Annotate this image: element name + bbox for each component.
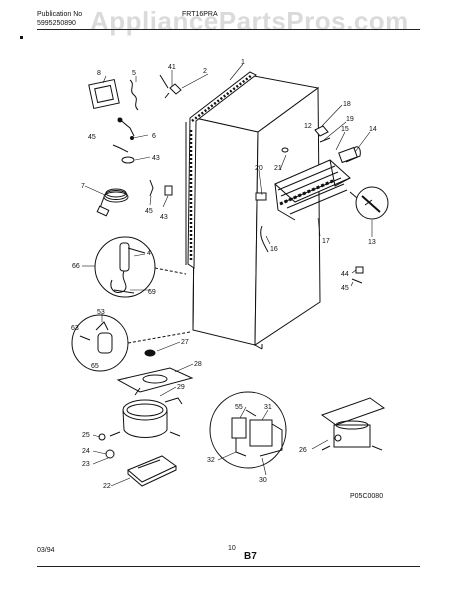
part-label-13: 13 bbox=[368, 239, 376, 246]
part-label-19: 19 bbox=[346, 116, 354, 123]
part-label-27: 27 bbox=[181, 339, 189, 346]
figure-code: P05C0080 bbox=[350, 493, 383, 500]
part-label-8: 8 bbox=[97, 70, 101, 77]
part-label-43-lower: 43 bbox=[160, 214, 168, 221]
detail-relay bbox=[209, 391, 287, 469]
part-label-23: 23 bbox=[82, 461, 90, 468]
part-label-16: 16 bbox=[270, 246, 278, 253]
part-label-31: 31 bbox=[264, 404, 272, 411]
footer-rule bbox=[37, 566, 420, 567]
part-label-45-right: 45 bbox=[341, 285, 349, 292]
cabinet-body bbox=[192, 75, 321, 350]
watermark: AppliancePartsPros.com bbox=[90, 6, 409, 36]
breaker-trim bbox=[187, 71, 257, 269]
part-label-2: 2 bbox=[203, 68, 207, 75]
model-number: FRT16PRA bbox=[182, 11, 218, 18]
part-label-66: 66 bbox=[72, 263, 80, 270]
part-label-32: 32 bbox=[207, 457, 215, 464]
part-label-63: 63 bbox=[71, 325, 79, 332]
part-label-44: 44 bbox=[341, 271, 349, 278]
bullet-mark bbox=[20, 36, 23, 39]
part-label-53: 53 bbox=[97, 309, 105, 316]
part-label-45-left: 45 bbox=[88, 134, 96, 141]
part-6-frame bbox=[88, 78, 120, 110]
publication-label: Publication No bbox=[37, 11, 83, 18]
part-label-21: 21 bbox=[274, 165, 282, 172]
part-label-1: 1 bbox=[241, 59, 245, 66]
part-label-15: 15 bbox=[341, 126, 349, 133]
detail-13 bbox=[355, 186, 389, 220]
part-label-41: 41 bbox=[168, 64, 176, 71]
page-header: Publication No 5995250890 FRT16PRA bbox=[37, 8, 417, 48]
part-label-25: 25 bbox=[82, 432, 90, 439]
footer-section: B7 bbox=[244, 551, 257, 562]
part-label-55: 55 bbox=[235, 404, 243, 411]
part-label-22: 22 bbox=[103, 483, 111, 490]
evaporator-coil bbox=[274, 159, 351, 221]
part-label-17: 17 bbox=[322, 238, 330, 245]
part-label-26: 26 bbox=[299, 447, 307, 454]
compressor-bracket bbox=[127, 455, 177, 483]
part-label-65: 65 bbox=[91, 363, 99, 370]
part-label-28: 28 bbox=[194, 361, 202, 368]
part-label-69: 69 bbox=[148, 289, 156, 296]
drain-pan bbox=[116, 367, 194, 393]
part-label-18: 18 bbox=[343, 101, 351, 108]
part-label-12: 12 bbox=[304, 123, 312, 130]
publication-number: 5995250890 bbox=[37, 20, 76, 27]
part-label-29: 29 bbox=[177, 384, 185, 391]
part-label-14: 14 bbox=[369, 126, 377, 133]
part-label-5: 5 bbox=[132, 70, 136, 77]
part-label-20: 20 bbox=[255, 165, 263, 172]
header-rule bbox=[37, 29, 420, 30]
part-label-4: 4 bbox=[147, 250, 151, 257]
part-label-45-mid: 45 bbox=[145, 208, 153, 215]
footer-page-number: 10 bbox=[228, 545, 236, 552]
part-label-43-upper: 43 bbox=[152, 155, 160, 162]
part-label-7: 7 bbox=[81, 183, 85, 190]
part-label-6: 6 bbox=[152, 133, 156, 140]
footer-date: 03/94 bbox=[37, 547, 55, 554]
compressor-alt-view bbox=[320, 397, 386, 451]
compressor bbox=[109, 387, 183, 438]
part-label-30: 30 bbox=[259, 477, 267, 484]
part-label-24: 24 bbox=[82, 448, 90, 455]
